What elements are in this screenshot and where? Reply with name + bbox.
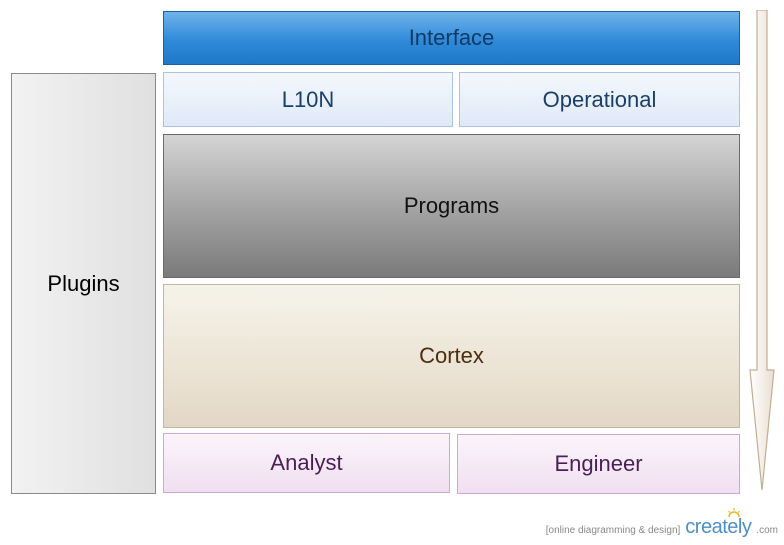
brand-domain-suffix: .com (756, 525, 778, 536)
l10n-label: L10N (281, 86, 335, 112)
brand-name: creately (685, 516, 752, 538)
l10n-block[interactable]: L10N (163, 72, 453, 127)
engineer-label: Engineer (554, 451, 643, 476)
creately-logo[interactable]: creately (685, 508, 752, 539)
cortex-label: Cortex (419, 343, 484, 368)
footer-tagline: [online diagramming & design] (545, 525, 681, 536)
cortex-block[interactable]: Cortex (163, 284, 740, 428)
operational-label: Operational (542, 86, 657, 112)
programs-block[interactable]: Programs (163, 134, 740, 278)
interface-label: Interface (408, 25, 495, 50)
plugins-label: Plugins (47, 270, 120, 296)
sun-icon (728, 508, 741, 518)
operational-block[interactable]: Operational (459, 72, 740, 127)
footer-branding: [online diagramming & design] creately .… (545, 508, 778, 539)
analyst-label: Analyst (270, 450, 343, 475)
engineer-block[interactable]: Engineer (457, 434, 740, 494)
interface-block[interactable]: Interface (163, 11, 740, 65)
programs-label: Programs (403, 193, 500, 218)
plugins-block[interactable]: Plugins (11, 73, 156, 494)
down-arrow-connector (749, 10, 775, 491)
analyst-block[interactable]: Analyst (163, 433, 450, 493)
